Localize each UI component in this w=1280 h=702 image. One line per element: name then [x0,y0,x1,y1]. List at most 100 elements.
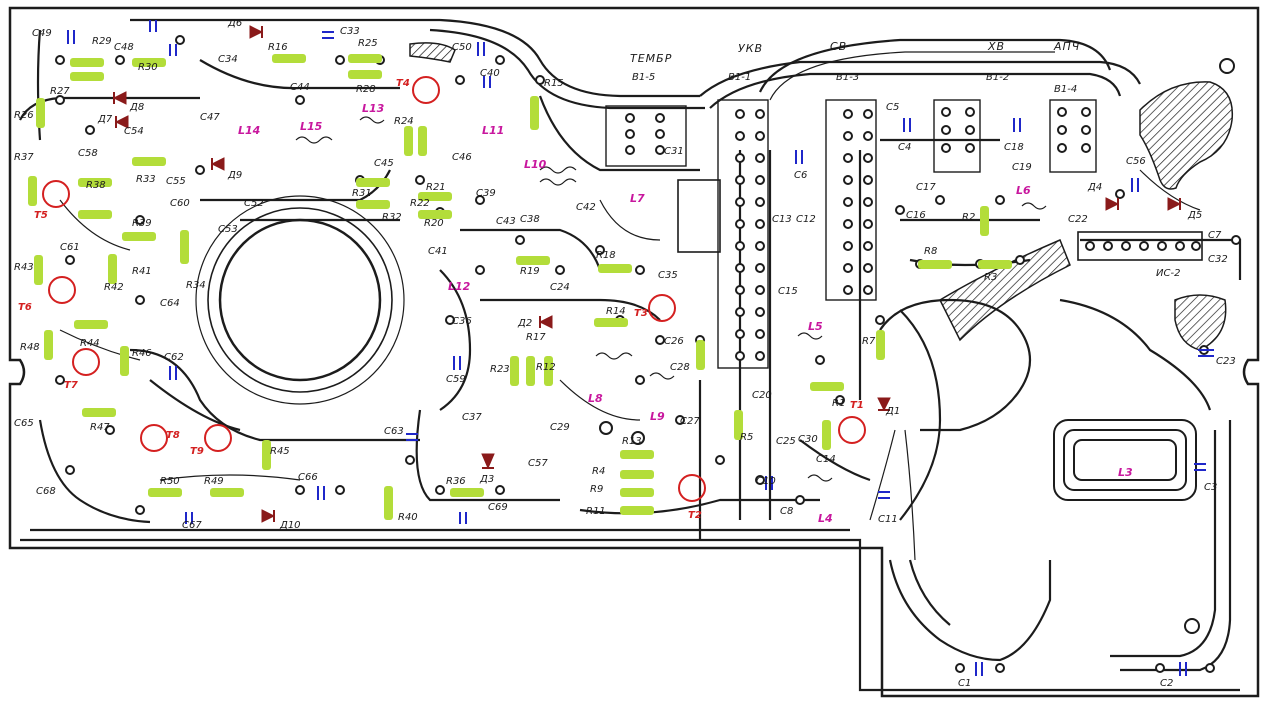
svg-text:C38: C38 [520,214,540,225]
svg-text:Д2: Д2 [517,318,532,329]
svg-text:C19: C19 [1012,162,1032,173]
inductor-label: L8 [588,392,603,405]
svg-text:C28: C28 [670,362,690,373]
svg-text:C2: C2 [1160,678,1173,689]
svg-text:C60: C60 [170,198,190,209]
svg-text:R22: R22 [410,198,430,209]
svg-text:R2: R2 [962,212,975,223]
svg-text:C42: C42 [576,202,596,213]
mount-hole [1184,618,1200,634]
svg-text:R11: R11 [586,506,606,517]
header-afc: АПЧ [1053,40,1080,53]
svg-text:R16: R16 [268,42,288,53]
antenna-coil-mid [1063,429,1187,491]
copper-traces [19,18,1242,692]
inductor-label: L4 [818,512,833,525]
copper-area [1174,294,1227,351]
svg-text:C68: C68 [36,486,56,497]
svg-text:C63: C63 [384,426,404,437]
header-mw: СВ [830,40,847,53]
svg-text:C40: C40 [480,68,500,79]
header-timbre: ТЕМБР [630,52,672,65]
inductor-label: L9 [650,410,665,423]
svg-text:R30: R30 [138,62,158,73]
svg-text:C69: C69 [488,502,508,513]
svg-text:C67: C67 [182,520,202,531]
antenna-coil-inner [1073,439,1177,481]
svg-text:R21: R21 [426,182,446,193]
svg-text:R29: R29 [92,36,112,47]
svg-text:C5: C5 [886,102,899,113]
svg-text:Д5: Д5 [1187,210,1202,221]
svg-text:C16: C16 [906,210,926,221]
svg-text:C3: C3 [1204,482,1217,493]
svg-text:R7: R7 [862,336,876,347]
mount-hole [631,431,645,445]
svg-text:R18: R18 [596,250,616,261]
svg-text:R46: R46 [132,348,152,359]
inductor-label: L3 [1118,466,1133,479]
transistor-label: T4 [396,78,410,89]
svg-text:C8: C8 [780,506,793,517]
transistor-label: T5 [34,210,48,221]
svg-text:Д3: Д3 [479,474,494,485]
resistor-labels: R1 R2 R3 R4 R5 R7 R8 R9 R11 R12 R13 R14 … [14,36,997,523]
svg-text:C27: C27 [680,416,700,427]
svg-text:Д10: Д10 [279,520,301,531]
svg-text:R23: R23 [490,364,510,375]
antenna-coil-outer [1053,419,1197,501]
svg-text:R1: R1 [832,398,845,409]
svg-text:R48: R48 [20,342,40,353]
transistor-label: T6 [18,302,32,313]
svg-text:Д1: Д1 [885,406,900,417]
svg-text:R37: R37 [14,152,34,163]
svg-text:C7: C7 [1208,230,1222,241]
inductor-label: L11 [482,124,504,137]
svg-text:C6: C6 [794,170,807,181]
svg-text:C52: C52 [244,198,264,209]
svg-text:C49: C49 [32,28,52,39]
switch-label-b1-1: В1-1 [728,72,751,83]
svg-text:R27: R27 [50,86,70,97]
svg-text:Д8: Д8 [129,102,144,113]
svg-text:C23: C23 [1216,356,1236,367]
board-outline [8,6,1260,698]
svg-text:R33: R33 [136,174,156,185]
svg-text:R42: R42 [104,282,124,293]
transistor-label: T9 [190,446,204,457]
transistor-label: T2 [688,510,702,521]
svg-text:C26: C26 [664,336,684,347]
svg-text:C12: C12 [796,214,816,225]
svg-text:R36: R36 [446,476,466,487]
inductor-label: L10 [524,158,547,171]
svg-text:C41: C41 [428,246,448,257]
svg-text:C48: C48 [114,42,134,53]
svg-text:C54: C54 [124,126,144,137]
inductor-coils [295,116,1047,482]
svg-text:C11: C11 [878,514,898,525]
svg-text:R3: R3 [984,272,997,283]
svg-text:C22: C22 [1068,214,1088,225]
svg-text:R20: R20 [424,218,444,229]
inductor-label: L6 [1016,184,1031,197]
svg-text:C25: C25 [776,436,796,447]
mounting-cutout [218,218,382,382]
svg-text:C13: C13 [772,214,792,225]
svg-text:C65: C65 [14,418,34,429]
svg-text:C46: C46 [452,152,472,163]
transistor-symbols [42,76,866,502]
svg-text:R13: R13 [622,436,642,447]
resistor-bodies [28,54,1012,520]
svg-text:C59: C59 [446,374,466,385]
svg-text:R9: R9 [590,484,603,495]
svg-text:Д9: Д9 [227,170,242,181]
copper-area [1139,81,1234,190]
svg-text:C56: C56 [1126,156,1146,167]
copper-area [409,42,456,63]
svg-text:Д6: Д6 [227,18,242,29]
svg-text:C32: C32 [1208,254,1228,265]
svg-text:C37: C37 [462,412,482,423]
svg-text:C4: C4 [898,142,911,153]
svg-text:C15: C15 [778,286,798,297]
